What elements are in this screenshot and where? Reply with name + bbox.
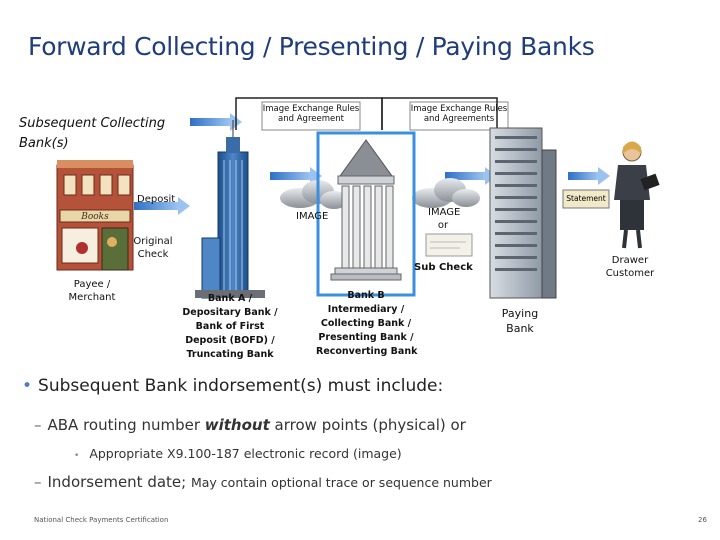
bank-b-line-1: Bank B <box>347 290 385 301</box>
drawer-person-icon <box>614 141 660 249</box>
deposit-label: Deposit <box>137 194 176 205</box>
rules-paper-1 <box>261 101 361 131</box>
bank-b-line-4: Presenting Bank / <box>318 332 414 343</box>
arrow-top-mid <box>270 167 322 185</box>
bank-a-line-2: Depositary Bank / <box>182 307 278 318</box>
bank-a-line-4: Deposit (BOFD) / <box>185 335 275 346</box>
bank-b-highlight-box <box>316 131 416 297</box>
original-check-label: Original Check <box>133 236 173 260</box>
dash-icon: – <box>34 416 42 434</box>
bullet-sub-2-post: May contain optional trace or sequence n… <box>190 475 492 490</box>
bank-a-line-5: Truncating Bank <box>186 349 274 360</box>
store-illustration <box>56 160 134 271</box>
bullet-dot-icon: • <box>22 376 33 396</box>
bank-b-building-icon <box>330 139 402 281</box>
image-label-1: IMAGE <box>296 211 329 222</box>
bank-a-label: Bank A / Depositary Bank / Bank of First… <box>180 292 280 362</box>
page-title: Forward Collecting / Presenting / Paying… <box>28 32 595 61</box>
page-number: 26 <box>698 516 707 524</box>
bullet-main: •Subsequent Bank indorsement(s) must inc… <box>22 376 443 396</box>
paying-bank-label: Paying Bank <box>501 307 539 335</box>
cloud-icon-2 <box>412 178 480 208</box>
footer-left-text: National Check Payments Certification <box>34 516 169 524</box>
bullet-sub-1: –ABA routing number without arrow points… <box>34 416 466 434</box>
books-sign: Books <box>80 212 109 222</box>
bracket-2 <box>381 97 498 130</box>
subsequent-collecting-label: Subsequent Collecting Bank(s) <box>19 116 166 151</box>
bank-a-building-icon <box>195 120 265 299</box>
arrow-top-left <box>190 113 242 131</box>
bullet-sub-1-pre: ABA routing number <box>47 416 205 434</box>
image-exchange-rules-2: Image Exchange Rules and Agreements <box>410 104 508 124</box>
bullet-sub-1-child-text: Appropriate X9.100-187 electronic record… <box>89 446 402 461</box>
bullet-sub-2-pre: Indorsement date; <box>47 473 191 491</box>
bank-a-line-1: Bank A / <box>207 293 253 304</box>
statement-paper <box>562 189 610 209</box>
bank-b-line-5: Reconverting Bank <box>316 346 418 357</box>
drawer-customer-label: Drawer Customer <box>605 255 655 279</box>
arrow-to-drawer <box>568 167 610 185</box>
image-label-2: IMAGE <box>428 207 461 218</box>
flow-diagram: Books <box>56 97 660 299</box>
bullet-sub-1-post: arrow points (physical) or <box>269 416 466 434</box>
bullet-sub-2: –Indorsement date; May contain optional … <box>34 473 492 491</box>
image-or-label: or <box>437 220 449 231</box>
bullet-sub-1-child: • Appropriate X9.100-187 electronic recor… <box>74 446 402 461</box>
dash-icon: – <box>34 473 42 491</box>
statement-label: Statement <box>566 194 606 203</box>
bank-b-line-3: Collecting Bank / <box>320 318 412 329</box>
bullet-main-text: Subsequent Bank indorsement(s) must incl… <box>38 376 444 396</box>
bank-a-line-3: Bank of First <box>195 321 265 332</box>
paying-bank-building-icon <box>489 127 557 299</box>
bullet-sub-1-emphasis: without <box>204 416 270 434</box>
small-bullet-icon: • <box>74 451 80 461</box>
arrow-deposit <box>134 197 190 215</box>
sub-check-thumb <box>425 233 473 257</box>
image-exchange-rules-1: Image Exchange Rules and Agreement <box>262 104 360 124</box>
sub-check-label: Sub Check <box>414 262 473 273</box>
bank-b-label: Bank B Intermediary / Collecting Bank / … <box>316 289 418 359</box>
rules-paper-2 <box>409 101 509 131</box>
bank-b-line-2: Intermediary / <box>327 304 405 315</box>
payee-merchant-label: Payee / Merchant <box>68 279 116 303</box>
